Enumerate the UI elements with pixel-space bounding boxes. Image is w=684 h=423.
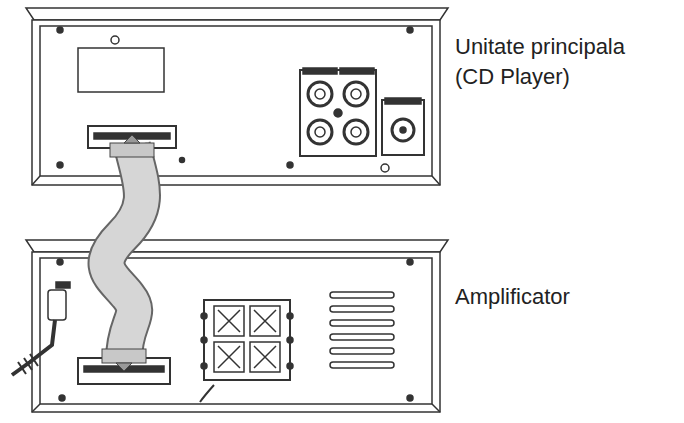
device-panel: Unitate principala (CD Player): [32, 8, 440, 185]
device-label: Unitate principala (CD Player): [455, 32, 655, 92]
device-panel: Amplificator: [32, 240, 440, 412]
ribbon-cable: [102, 135, 154, 371]
device-label: Amplificator: [455, 282, 655, 312]
